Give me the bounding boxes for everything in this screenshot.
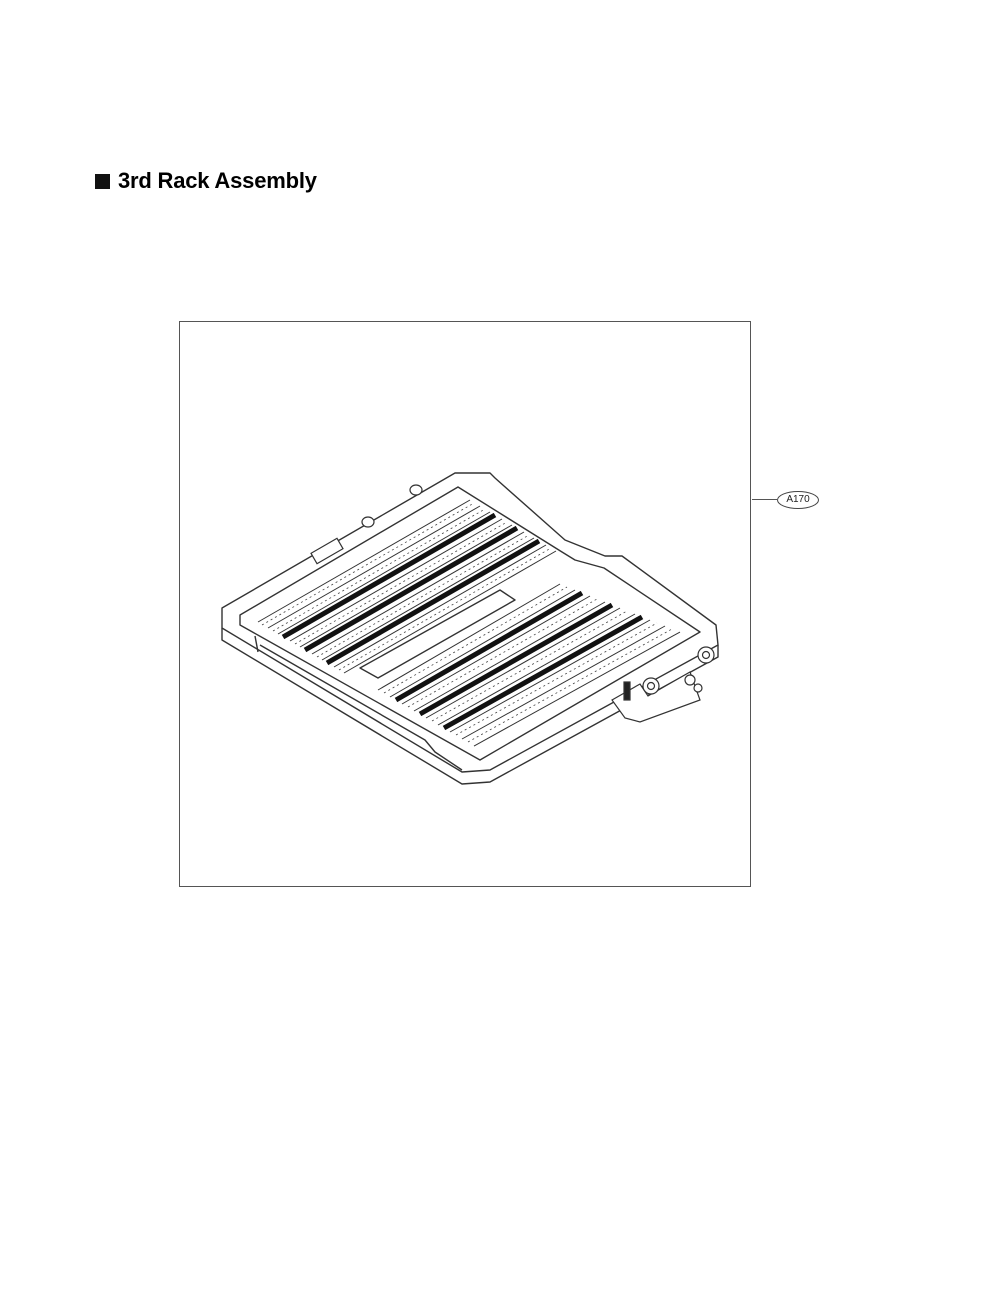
left-rack-cross-ticks	[261, 502, 552, 671]
side-bracket	[611, 646, 715, 723]
right-rack-tines	[377, 583, 681, 747]
square-bullet-icon	[95, 173, 110, 189]
tray-inner-rim	[239, 486, 701, 761]
left-rack-dark-rows	[281, 512, 541, 666]
tray-outer-rim	[221, 472, 719, 773]
callout-leader-line	[752, 499, 777, 500]
right-rack-dark-rows	[394, 590, 644, 731]
section-title: 3rd Rack Assembly	[118, 168, 317, 193]
left-rack-tines	[257, 499, 557, 674]
rear-knobs	[310, 484, 423, 565]
tray-front-wall	[221, 628, 719, 785]
figure-frame	[179, 321, 751, 887]
center-divider	[359, 589, 516, 679]
part-callout-a170: A170	[777, 491, 819, 509]
section-heading: 3rd Rack Assembly	[95, 168, 317, 194]
right-rack-cross-ticks	[383, 586, 673, 743]
